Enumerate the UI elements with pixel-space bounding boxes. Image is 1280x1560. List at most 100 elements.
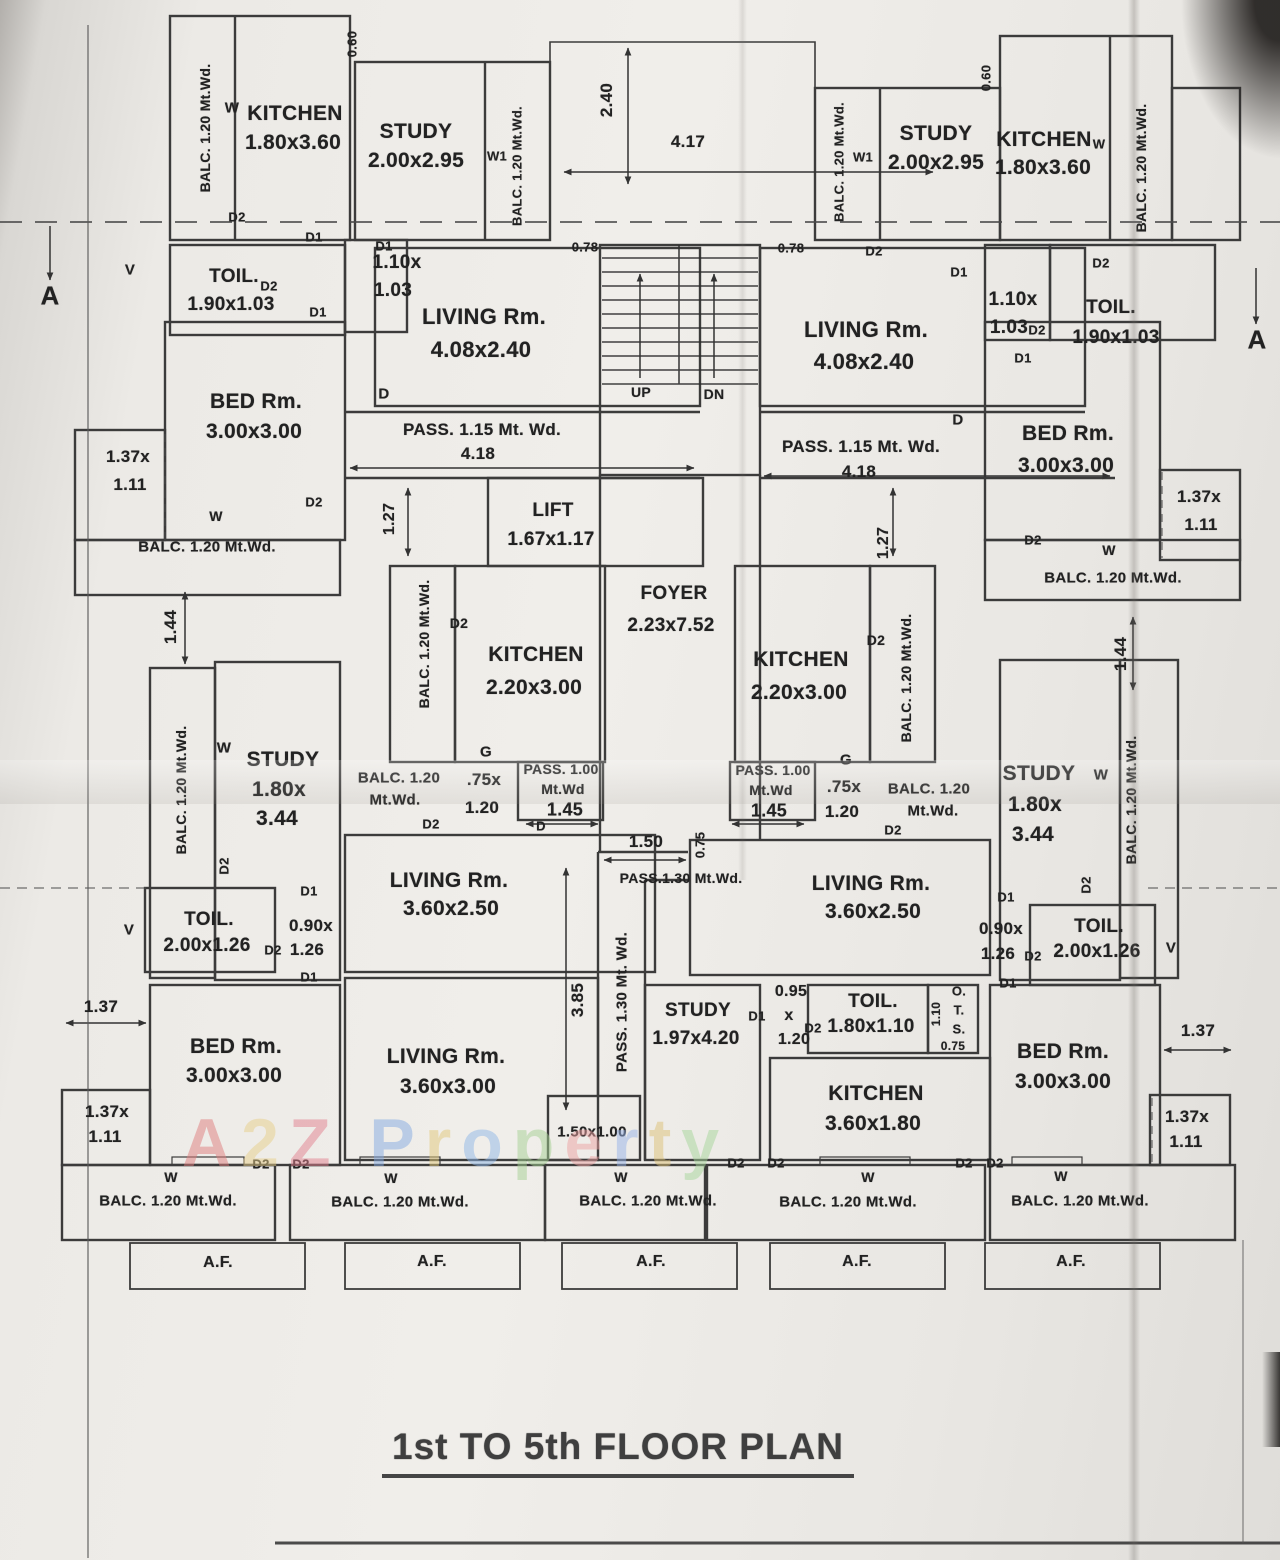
- door-marker: D1: [1014, 350, 1032, 366]
- room-kitchen-west-dim: 2.20x3.00: [485, 676, 583, 699]
- paper-crease: [1128, 0, 1140, 1560]
- section-marker-a-left: A: [40, 280, 60, 311]
- door-marker: D2: [884, 822, 902, 838]
- window-marker: W1: [486, 148, 508, 164]
- nook-110-left-a: 1.10x: [372, 252, 422, 273]
- nook-110-left-b: 1.03: [373, 280, 413, 301]
- nook-137-ne-b: 1.11: [1184, 515, 1218, 534]
- stair-up: UP: [630, 384, 652, 400]
- ots-s: S.: [952, 1021, 966, 1037]
- door-marker: D2: [260, 278, 278, 294]
- room-kitchen-east: KITCHEN: [753, 648, 849, 671]
- door-marker: D2: [804, 1020, 822, 1036]
- dim-150: 1.50: [628, 832, 664, 851]
- paper-crease: [738, 0, 747, 880]
- stair-dn: DN: [703, 386, 725, 402]
- passage-100-left-b: Mt.Wd: [541, 781, 584, 797]
- room-kitchen-ne: KITCHEN: [996, 128, 1092, 151]
- room-lift-dim: 1.67x1.17: [507, 529, 595, 550]
- plan-title: 1st TO 5th FLOOR PLAN: [381, 1426, 855, 1478]
- room-living-ne: LIVING Rm.: [803, 317, 929, 342]
- room-toilet-east: TOIL.: [1074, 916, 1124, 937]
- room-study-west: STUDY: [247, 748, 320, 772]
- balcony-label: BALC. 1.20: [888, 781, 970, 798]
- door-marker: D2: [252, 1156, 270, 1172]
- door-marker: D2: [1078, 876, 1094, 894]
- dim-144-left: 1.44: [161, 609, 180, 645]
- door-marker: D1: [309, 304, 327, 320]
- balcony-label: BALC. 1.20 Mt.Wd.: [138, 538, 276, 556]
- ots-o: O.: [951, 983, 967, 999]
- watermark-letter: r: [424, 1105, 462, 1181]
- room-kitchen-west: KITCHEN: [488, 643, 584, 666]
- room-study-west-dim2: 3.44: [255, 807, 299, 830]
- window-marker: W: [1102, 542, 1116, 558]
- watermark-letter: P: [369, 1105, 425, 1181]
- door-marker: D1: [950, 264, 968, 280]
- room-foyer-dim: 2.23x7.52: [627, 615, 715, 636]
- nook-075-right-b: 1.20: [824, 802, 860, 821]
- dim-385: 3.85: [568, 982, 587, 1018]
- gas-marker: G: [840, 752, 852, 769]
- section-dashed-lines: [0, 221, 1280, 1163]
- nook-090-left-a: 0.90x: [288, 916, 334, 935]
- watermark-letter: o: [461, 1105, 513, 1181]
- door-marker: D2: [866, 632, 886, 648]
- room-living-nw: LIVING Rm.: [421, 304, 547, 329]
- nook-137-nw-a: 1.37x: [105, 447, 151, 466]
- room-toilet-ne-dim: 1.90x1.03: [1072, 327, 1160, 348]
- room-kitchen-south: KITCHEN: [828, 1082, 924, 1105]
- af-label: A.F.: [636, 1253, 666, 1270]
- window-marker: W: [209, 508, 223, 524]
- dim-417: 4.17: [670, 132, 706, 151]
- door-marker: D2: [1092, 255, 1110, 271]
- nook-090-right-a: 0.90x: [978, 919, 1024, 938]
- af-label: A.F.: [203, 1254, 233, 1271]
- door-marker: D2: [1024, 948, 1042, 964]
- dim-078-left: 0.78: [571, 239, 599, 255]
- balcony-label: BALC. 1.20 Mt.Wd.: [779, 1193, 917, 1211]
- scan-smudge: [1262, 1352, 1280, 1447]
- af-label: A.F.: [1056, 1253, 1086, 1270]
- room-bed-ne: BED Rm.: [1022, 422, 1114, 445]
- room-study-east-dim2: 3.44: [1011, 823, 1055, 846]
- af-label: A.F.: [417, 1253, 447, 1270]
- passage-130-horiz: PASS.1.30 Mt.Wd.: [619, 870, 743, 886]
- room-lift: LIFT: [532, 500, 574, 521]
- door-marker: D2: [727, 1155, 745, 1171]
- room-study-ne-dim: 2.00x2.95: [887, 151, 985, 174]
- balcony-label: BALC. 1.20 Mt.Wd.: [509, 106, 525, 226]
- dim-127-right: 1.27: [875, 526, 892, 560]
- balcony-label: BALC. 1.20 Mt.Wd.: [1044, 569, 1182, 587]
- window-marker: W1: [852, 149, 874, 165]
- balcony-label: BALC. 1.20 Mt.Wd.: [197, 63, 213, 193]
- room-study-south: STUDY: [665, 1000, 731, 1021]
- room-study-west-dim1: 1.80x: [252, 778, 306, 802]
- door-marker: D1: [300, 969, 318, 985]
- dim-418-right: 4.18: [841, 462, 877, 481]
- door-marker: D2: [449, 615, 469, 631]
- room-toilet-nw: TOIL.: [209, 266, 259, 287]
- room-toilet-south-dim: 1.80x1.10: [827, 1016, 915, 1037]
- vent-marker: V: [1165, 939, 1177, 957]
- room-living-sw: LIVING Rm.: [386, 1045, 506, 1068]
- watermark-letter: r: [612, 1105, 649, 1181]
- room-kitchen-east-dim: 2.20x3.00: [750, 681, 848, 704]
- page-edge-lines: [87, 25, 1280, 1558]
- room-living-west-dim: 3.60x2.50: [402, 897, 500, 920]
- watermark: A2Z Property: [182, 1104, 729, 1182]
- af-label: A.F.: [842, 1253, 872, 1270]
- passage-100-right-a: PASS. 1.00: [735, 762, 810, 778]
- ots-dim-a: 1.10: [929, 1001, 943, 1027]
- watermark-letter: A: [182, 1105, 242, 1181]
- balcony-label: BALC. 1.20 Mt.Wd.: [898, 613, 914, 743]
- passage-100-left-a: PASS. 1.00: [523, 761, 598, 777]
- door-marker: D2: [264, 942, 282, 958]
- watermark-letter: 2: [241, 1105, 289, 1181]
- room-kitchen-south-dim: 3.60x1.80: [824, 1112, 922, 1135]
- passage-130-vert: PASS. 1.30 Mt. Wd.: [613, 931, 631, 1073]
- door-marker: D: [952, 411, 964, 429]
- nook-075-left-a: .75x: [467, 770, 501, 790]
